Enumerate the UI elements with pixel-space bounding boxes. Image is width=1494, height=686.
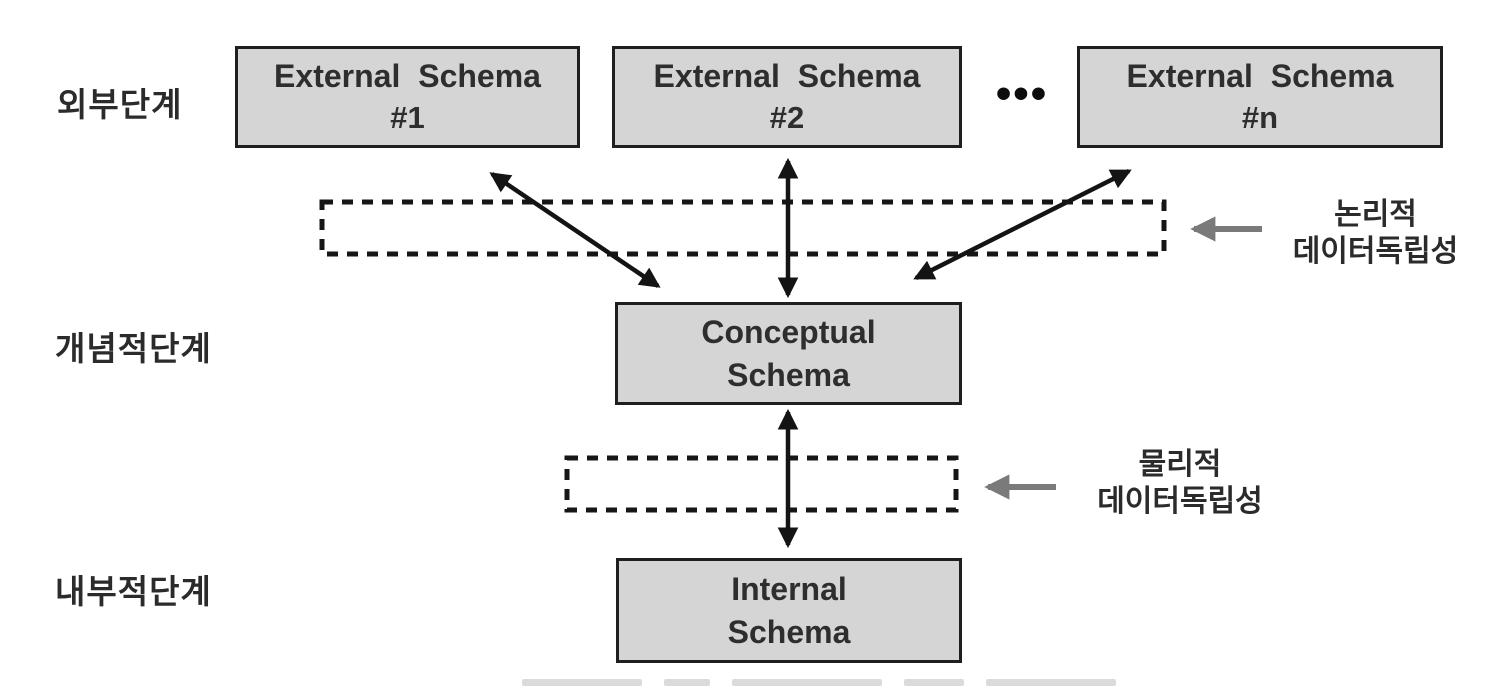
logical-independence-label: 논리적 데이터독립성 — [1268, 196, 1483, 270]
external-schema-1-box: External Schema #1 — [235, 46, 580, 148]
external-schema-1-title: External Schema — [274, 58, 541, 95]
conceptual-schema-subtitle: Schema — [727, 356, 850, 393]
external1-conceptual-arrow — [489, 172, 661, 288]
logical-independence-line2: 데이터독립성 — [1292, 235, 1459, 268]
conceptual-level-label: 개념적단계 — [55, 330, 212, 367]
physical-independence-label: 물리적 데이터독립성 — [1080, 446, 1280, 520]
external-schema-n-number: #n — [1241, 99, 1279, 135]
internal-level-label: 내부적단계 — [55, 573, 212, 610]
physical-independence-dashed-box — [564, 455, 959, 513]
more-schemas-ellipsis: ••• — [995, 69, 1049, 118]
external-schema-n-box: External Schema #n — [1077, 46, 1443, 148]
logical-independence-dashed-box — [319, 199, 1167, 257]
external-schema-2-number: #2 — [769, 99, 805, 135]
internal-schema-title: Internal — [731, 571, 847, 608]
external-level-label: 외부단계 — [57, 86, 183, 123]
physical-independence-line1: 물리적 — [1138, 448, 1222, 481]
external-schema-2-title: External Schema — [653, 58, 921, 95]
conceptual-schema-box: Conceptual Schema — [615, 302, 962, 405]
external-schema-2-box: External Schema #2 — [612, 46, 962, 148]
physical-independence-line2: 데이터독립성 — [1097, 485, 1263, 518]
conceptual-schema-title: Conceptual — [701, 314, 876, 351]
clipped-caption-fragment — [522, 679, 1116, 686]
external-schema-1-number: #1 — [390, 99, 425, 135]
logical-independence-line1: 논리적 — [1334, 198, 1417, 231]
internal-schema-box: Internal Schema — [616, 558, 962, 663]
externaln-conceptual-arrow — [913, 168, 1132, 281]
internal-schema-subtitle: Schema — [727, 613, 851, 650]
external-schema-n-title: External Schema — [1126, 58, 1394, 95]
